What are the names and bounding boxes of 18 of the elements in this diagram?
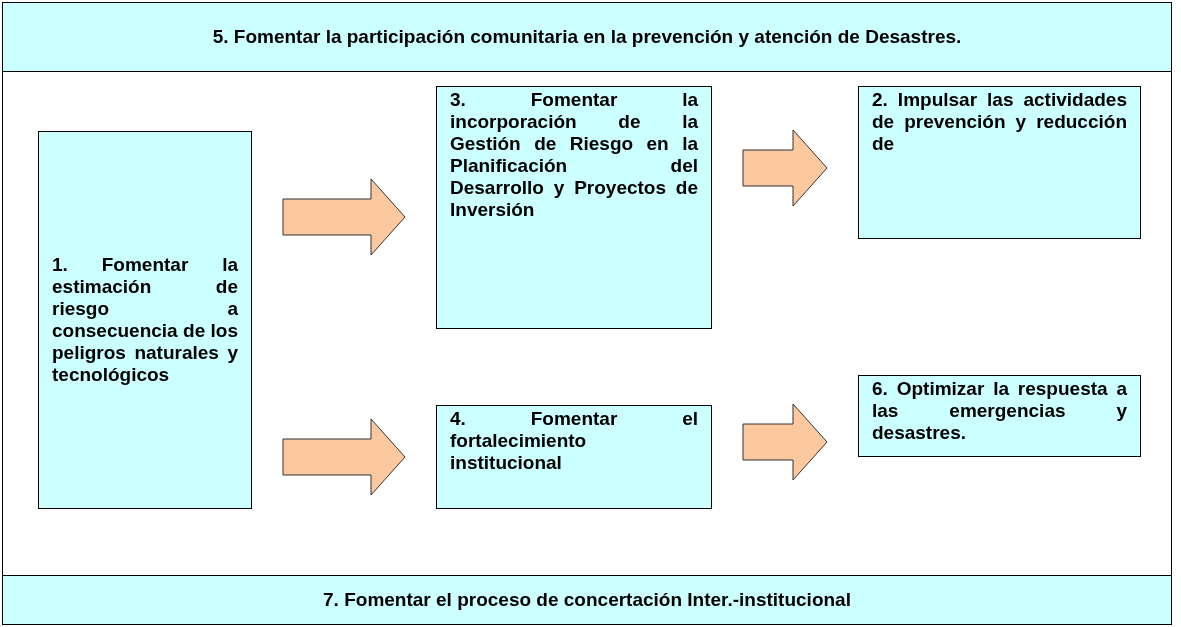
block-arrow bbox=[742, 403, 828, 481]
objective-box bbox=[436, 86, 712, 329]
block-arrow bbox=[742, 129, 828, 207]
objective-band bbox=[2, 575, 1172, 625]
block-arrow bbox=[282, 178, 406, 256]
objective-text: 7. Fomentar el proceso de concertación Inter.-institucional bbox=[323, 587, 851, 612]
objective-band bbox=[2, 2, 1172, 72]
objective-text: 3. Fomentar la incorporación de la Gestión de Riesgo en la Planificación del Desarrollo y Proyectos de Inversión bbox=[450, 89, 698, 221]
objective-text: 2. Impulsar las actividades de prevención y reducción de bbox=[872, 89, 1127, 155]
objective-text: 4. Fomentar el fortalecimiento institucional bbox=[450, 408, 698, 474]
block-arrow bbox=[282, 418, 406, 496]
objective-box bbox=[858, 375, 1141, 457]
objective-box bbox=[436, 405, 712, 509]
objective-text: 6. Optimizar la respuesta a las emergencias y desastres. bbox=[872, 378, 1127, 444]
objective-box bbox=[858, 86, 1141, 239]
objective-text: 5. Fomentar la participación comunitaria en la prevención y atención de Desastres. bbox=[212, 24, 962, 49]
objective-text: 1. Fomentar la estimación de riesgo a consecuencia de los peligros naturales y tecnológicos bbox=[52, 254, 238, 386]
objective-box bbox=[38, 131, 252, 509]
